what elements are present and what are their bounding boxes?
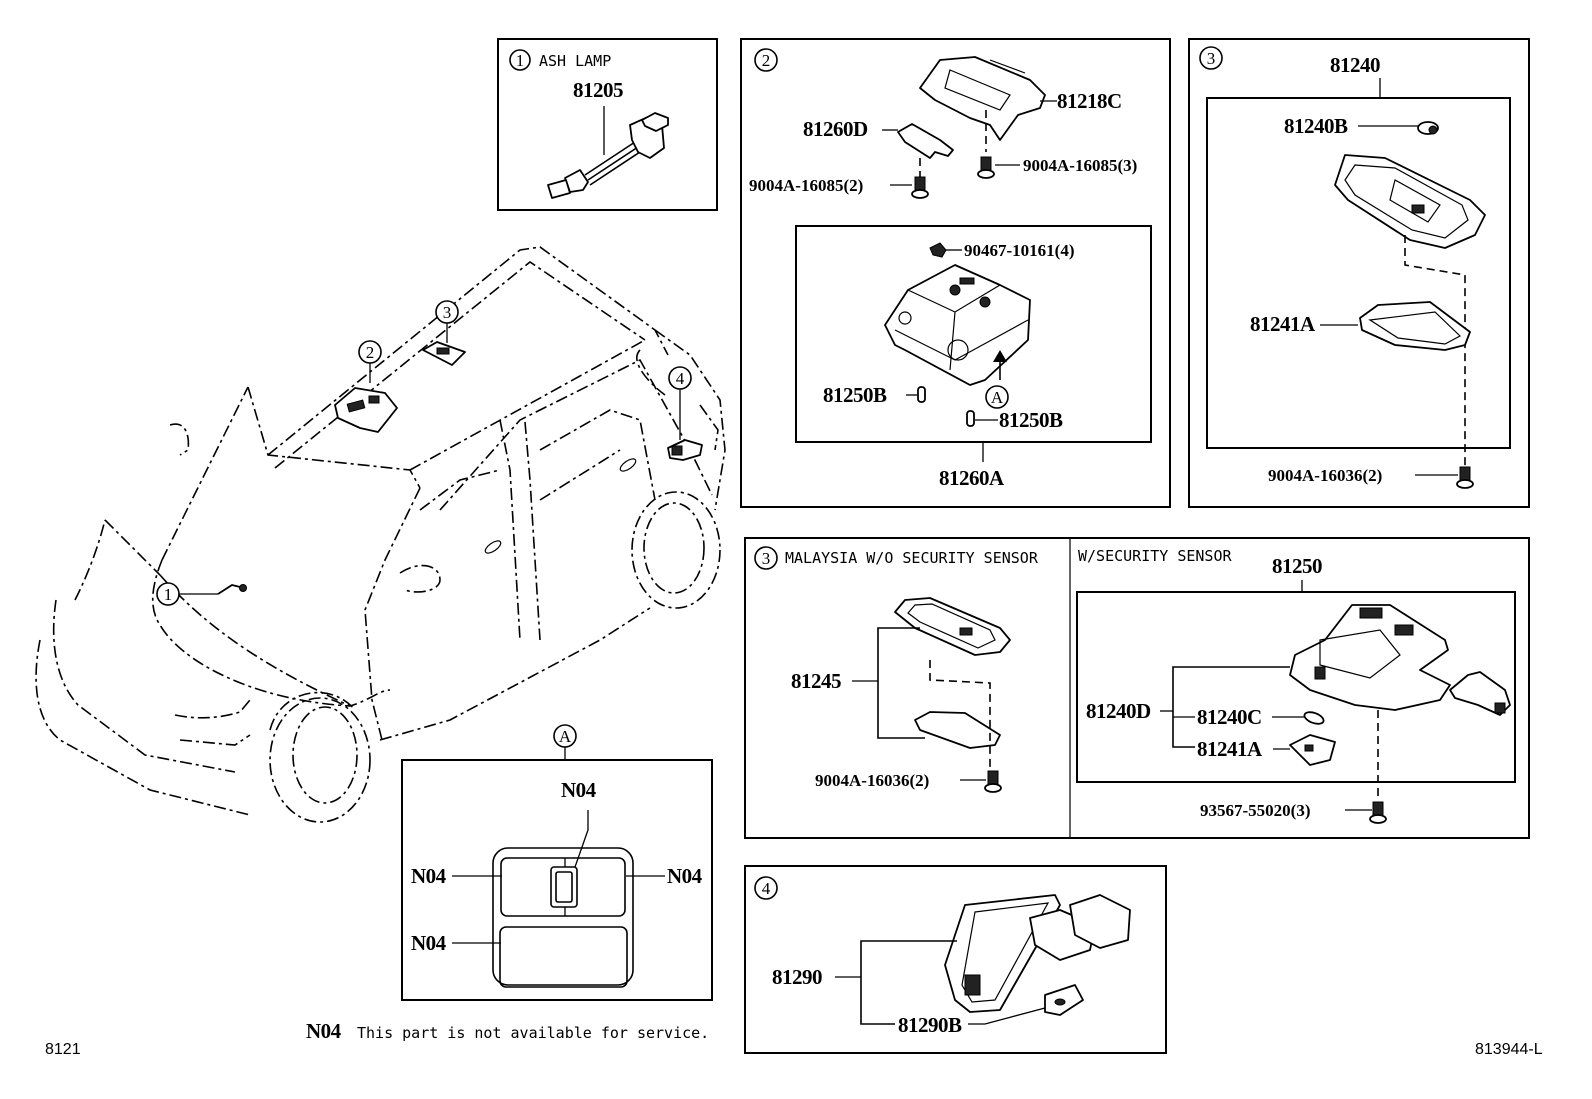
malaysia-dome-lamp-part — [894, 597, 1011, 775]
diagram-group-code: 8121 — [45, 1041, 81, 1058]
panel-index: 2 — [762, 51, 771, 70]
screw-icon — [977, 156, 995, 179]
map-lamp-assembly-part — [884, 264, 1031, 386]
part-label-81240C[interactable]: 81240C — [1197, 705, 1262, 729]
panel-3-variants: 3 MALAYSIA W/O SECURITY SENSOR 81245 900… — [744, 537, 1530, 839]
clip-icon — [929, 242, 947, 258]
part-label-81240[interactable]: 81240 — [1330, 53, 1381, 77]
panel-3-dome-lamp: 3 81240 81240B 81241A 9004A-16036(2) — [1188, 38, 1530, 508]
drawing-id: 813944-L — [1475, 1041, 1543, 1058]
panel-index: 3 — [762, 549, 771, 568]
screw-icon — [1456, 466, 1474, 489]
bulb-icon — [1303, 711, 1325, 725]
part-label-81205[interactable]: 81205 — [573, 78, 624, 102]
bulb-icon — [1417, 121, 1439, 135]
bracket-part — [919, 56, 1046, 152]
part-label-81245[interactable]: 81245 — [791, 669, 842, 693]
sub-bracket-part — [897, 123, 954, 180]
part-label-81260D[interactable]: 81260D — [803, 117, 869, 141]
part-label-screw-93567[interactable]: 93567-55020(3) — [1200, 801, 1310, 820]
panel-caption-malaysia: MALAYSIA W/O SECURITY SENSOR — [785, 549, 1039, 567]
bulb-icon — [917, 386, 926, 403]
bulb-icon — [1044, 984, 1084, 1016]
callout-number: 4 — [676, 369, 685, 388]
n04-label-top[interactable]: N04 — [561, 778, 597, 802]
part-label-screw-16036[interactable]: 9004A-16036(2) — [1268, 466, 1382, 485]
vehicle-callout-4[interactable]: 4 — [667, 366, 703, 461]
n04-label-right[interactable]: N04 — [667, 864, 703, 888]
view-ref-label: A — [559, 727, 572, 746]
bulb-icon — [966, 410, 975, 427]
panel-4-luggage-lamp: 4 81290 81290B — [744, 865, 1167, 1054]
callout-number: 1 — [164, 585, 173, 604]
part-label-bulb-left[interactable]: 81250B — [823, 383, 888, 407]
screw-icon — [911, 176, 929, 199]
part-label-screw-left[interactable]: 9004A-16085(2) — [749, 176, 863, 195]
footer-note: N04 This part is not available for servi… — [306, 1019, 709, 1043]
part-label-81260A[interactable]: 81260A — [939, 466, 1006, 490]
security-sensor-part — [1449, 671, 1511, 716]
panel-caption-security: W/SECURITY SENSOR — [1078, 547, 1232, 565]
screw-icon — [1369, 801, 1387, 824]
part-label-screw-malaysia[interactable]: 9004A-16036(2) — [815, 771, 929, 790]
part-label-clip[interactable]: 90467-10161(4) — [964, 241, 1074, 260]
lens-part — [1359, 301, 1471, 351]
part-label-bulb-right[interactable]: 81250B — [999, 408, 1064, 432]
callout-number: 2 — [366, 343, 375, 362]
luggage-lamp-part — [944, 894, 1131, 1013]
vehicle-outline — [35, 246, 726, 823]
view-ref-label: A — [991, 388, 1004, 407]
panel-index: 3 — [1207, 49, 1216, 68]
security-lamp-assembly-part — [1289, 604, 1451, 800]
vehicle-callout-3[interactable]: 3 — [422, 300, 466, 366]
note-text: This part is not available for service. — [357, 1024, 709, 1042]
part-label-81290[interactable]: 81290 — [772, 965, 823, 989]
vehicle-callout-2[interactable]: 2 — [334, 340, 398, 433]
part-label-81218C[interactable]: 81218C — [1057, 89, 1122, 113]
part-label-81290B[interactable]: 81290B — [898, 1013, 963, 1037]
panel-2-map-lamp: 2 81218C 81260D 9004A-16085(3) 9004 — [740, 38, 1171, 508]
part-label-81241A-security[interactable]: 81241A — [1197, 737, 1264, 761]
part-label-81241A-top[interactable]: 81241A — [1250, 312, 1317, 336]
part-label-81250[interactable]: 81250 — [1272, 554, 1323, 578]
panel-caption: ASH LAMP — [539, 52, 611, 70]
vehicle-callout-1[interactable]: 1 — [156, 582, 247, 606]
view-a-arrow: A — [985, 350, 1009, 409]
part-label-81240B[interactable]: 81240B — [1284, 114, 1349, 138]
part-label-81240D[interactable]: 81240D — [1086, 699, 1152, 723]
note-code: N04 — [306, 1019, 342, 1043]
ash-lamp-part — [547, 112, 669, 199]
panel-index: 4 — [762, 879, 771, 898]
lens-part — [1289, 734, 1336, 766]
panel-index: 1 — [516, 51, 525, 70]
n04-label-bottom[interactable]: N04 — [411, 931, 447, 955]
dome-lamp-housing-part — [1334, 154, 1486, 249]
callout-number: 3 — [443, 303, 452, 322]
panel-ash-lamp: 1 ASH LAMP 81205 — [497, 38, 718, 211]
part-label-screw-right[interactable]: 9004A-16085(3) — [1023, 156, 1137, 175]
n04-label-left[interactable]: N04 — [411, 864, 447, 888]
screw-icon — [984, 770, 1002, 793]
view-a-panel: A N04 N04 N04 N04 — [401, 724, 713, 1001]
